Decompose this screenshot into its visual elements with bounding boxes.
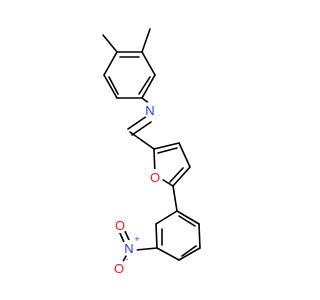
atom-layer: N O N + O - O (111, 102, 163, 276)
nitro-single-oxygen-label-bg (111, 260, 127, 276)
imine-nitrogen-label: N (145, 103, 154, 118)
bond-ring-a-double-2 (138, 76, 151, 95)
bond-furan-1 (153, 142, 180, 150)
bond-methyl-1 (102, 34, 118, 53)
nitro-nitrogen-label-bg (121, 240, 137, 256)
bond-ring-a-double-3 (108, 76, 119, 95)
bond-ring-b-2 (155, 223, 158, 249)
nitro-double-oxygen-atom: O (112, 217, 128, 233)
furan-oxygen-label-bg (147, 169, 163, 185)
molecule-diagram: N O N + O - O (102, 28, 201, 276)
bond-furan-double-2 (169, 167, 184, 183)
nitro-nitrogen-atom: N + (121, 234, 140, 256)
nitro-double-oxygen-label: O (115, 218, 125, 233)
bond-ring-b-4 (178, 247, 201, 261)
bond-ring-a-5 (103, 74, 118, 99)
bond-ring-a-2 (141, 51, 156, 76)
bond-layer (102, 28, 201, 266)
bond-ring-b-3 (156, 247, 180, 261)
imine-nitrogen-label-bg (142, 102, 158, 118)
bond-imine-double-b (131, 121, 152, 136)
nitro-nitrogen-charge: + (134, 234, 139, 244)
bond-imine-double-a (127, 115, 148, 130)
bond-imine-ch-furan (129, 131, 155, 150)
imine-nitrogen-atom: N (142, 102, 158, 118)
bond-aryl-nitro (135, 247, 158, 251)
bond-ring-b-1 (155, 210, 178, 225)
furan-oxygen-atom: O (147, 169, 163, 185)
bond-ring-a-3 (141, 74, 156, 99)
bond-furan-2 (178, 142, 191, 168)
nitro-nitrogen-label: N (124, 241, 133, 256)
bond-furan-double-1 (157, 147, 178, 154)
bond-ring-b-6 (176, 210, 200, 225)
bond-ring-b-double-2 (181, 245, 197, 257)
bond-furan-3 (172, 166, 191, 187)
nitro-single-oxygen-label: O (114, 261, 124, 276)
bond-furan-aryl (172, 185, 178, 212)
furan-oxygen-label: O (150, 170, 160, 185)
bond-ring-a-6 (103, 51, 118, 76)
bond-ring-b-double-3 (178, 215, 196, 227)
nitro-single-oxygen-atom: O - (111, 254, 129, 276)
nitro-single-oxygen-charge: - (126, 254, 129, 264)
bond-ring-b-5 (198, 223, 201, 249)
bond-methyl-2 (141, 28, 151, 53)
nitro-double-oxygen-label-bg (112, 217, 128, 233)
